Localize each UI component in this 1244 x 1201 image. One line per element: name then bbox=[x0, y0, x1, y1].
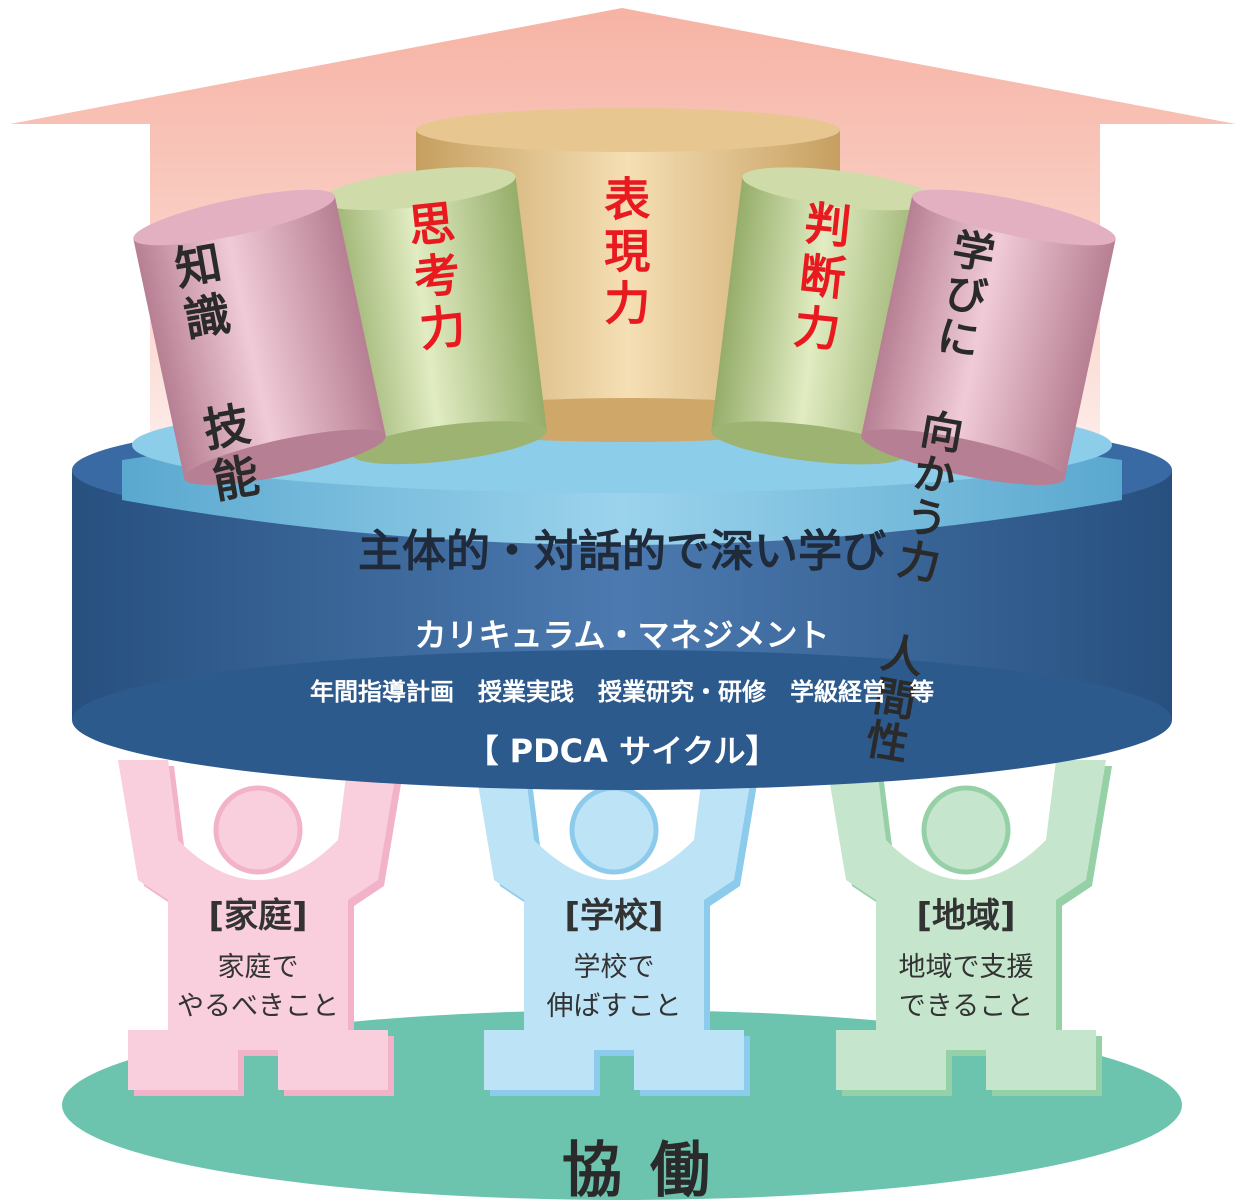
supporter-line: 伸ばすこと bbox=[546, 991, 682, 1022]
pillar-green-left bbox=[321, 167, 547, 465]
pillar-text-line: 表現力 bbox=[597, 175, 652, 331]
base-label: 協働 bbox=[562, 1136, 738, 1201]
supporter-heading: [地域] bbox=[916, 896, 1016, 936]
supporter-figure-school bbox=[474, 760, 760, 1096]
pillar-label-expression: 表現力 bbox=[597, 175, 652, 331]
platform-subtitle: カリキュラム・マネジメント bbox=[414, 616, 830, 654]
platform-cycle: 【 PDCA サイクル】 bbox=[466, 732, 778, 770]
supporter-line: 家庭で bbox=[217, 952, 299, 983]
supporter-line: 学校で bbox=[573, 952, 655, 983]
supporter-school-text: [学校] 学校で 伸ばすこと bbox=[514, 888, 714, 1023]
platform-title: 主体的・対話的で深い学び bbox=[358, 526, 886, 577]
supporter-heading: [学校] bbox=[564, 896, 664, 936]
pillar-pink-left bbox=[133, 189, 386, 485]
platform-items: 年間指導計画 授業実践 授業研究・研修 学級経営 等 bbox=[310, 678, 934, 706]
pillar-pink-right bbox=[861, 189, 1116, 486]
supporter-line: やるべきこと bbox=[177, 991, 339, 1022]
supporter-line: できること bbox=[898, 991, 1034, 1022]
supporter-home-text: [家庭] 家庭で やるべきこと bbox=[158, 888, 358, 1023]
supporter-community-text: [地域] 地域で支援 できること bbox=[866, 888, 1066, 1023]
supporter-heading: [家庭] bbox=[208, 896, 308, 936]
supporter-figure-home bbox=[118, 760, 404, 1096]
supporter-figure-community bbox=[826, 760, 1112, 1096]
platform-bottom-rim bbox=[72, 650, 1172, 790]
supporter-line: 地域で支援 bbox=[898, 952, 1034, 983]
